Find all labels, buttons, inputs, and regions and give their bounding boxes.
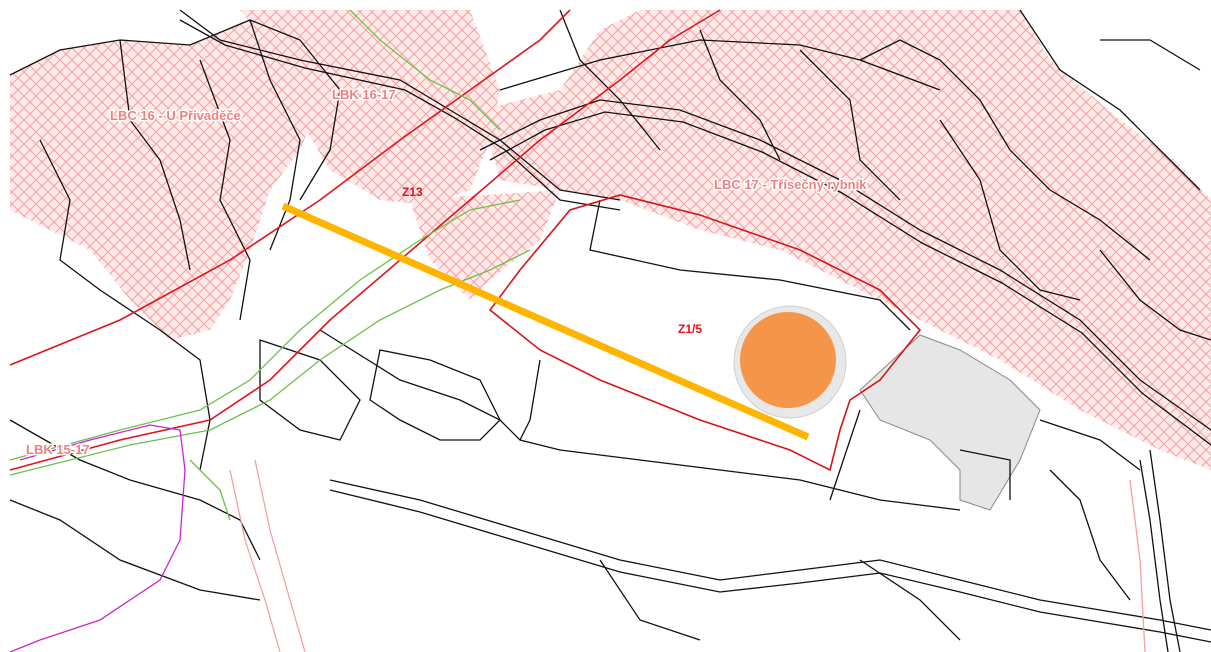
zone-lbk1617 [240, 10, 500, 205]
label-z13: Z13 [402, 185, 423, 199]
biocorridor-zones [10, 10, 1211, 470]
zone-lbc16 [10, 20, 330, 340]
zone-lbc17 [480, 10, 1211, 470]
label-lbc17: LBC 17 - Třísečný rybník [714, 177, 867, 192]
label-lbc16: LBC 16 - U Přivaděče [110, 108, 241, 123]
built-up-area [859, 334, 1041, 511]
parcel-lines [9, 9, 1211, 652]
label-lbk1617: LBK 16-17 [332, 87, 396, 102]
marker-line[interactable] [281, 202, 810, 441]
label-lbk1517: LBK 15-17 [26, 442, 90, 457]
magenta-line [9, 424, 186, 652]
marker-circle[interactable] [733, 305, 847, 419]
green-lines [9, 9, 531, 521]
zone-z15-outline [488, 194, 922, 472]
zone-lbk-strip [410, 190, 560, 300]
label-z15: Z1/5 [678, 322, 702, 336]
pink-lines [229, 459, 1146, 652]
